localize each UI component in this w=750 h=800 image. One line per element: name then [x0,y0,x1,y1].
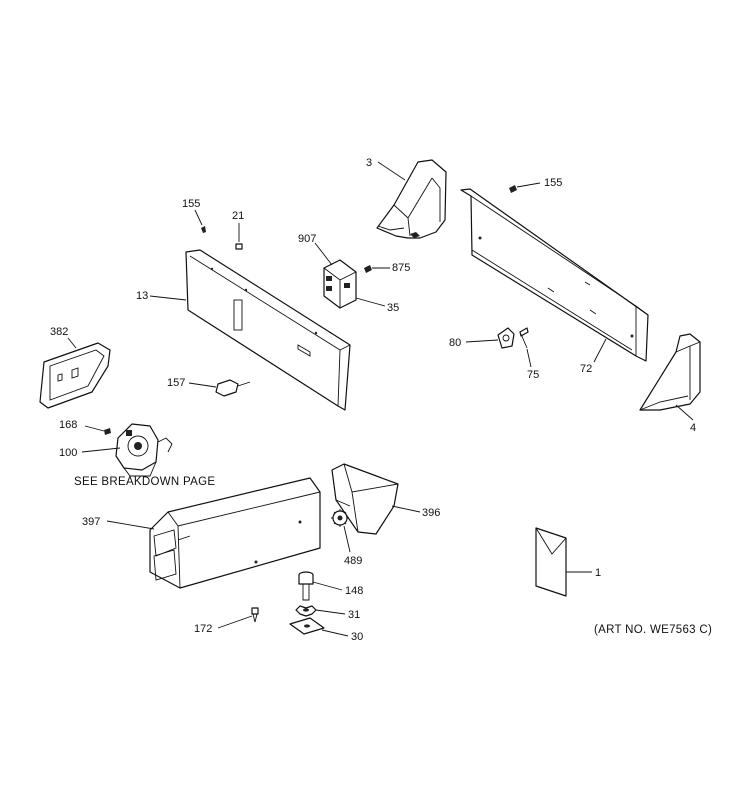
part-148-bolt [298,571,314,601]
leader-80 [465,339,499,343]
callout-155-right: 155 [544,177,562,189]
callout-100: 100 [59,447,77,459]
callout-30: 30 [351,631,363,643]
leader-172 [217,615,253,629]
callout-31: 31 [348,609,360,621]
leader-3 [377,161,406,181]
part-4-end-bracket [639,333,701,411]
leader-155-left [194,209,203,226]
part-21-clip [235,243,243,250]
callout-72: 72 [580,363,592,375]
part-382-cup [39,342,111,409]
part-168-screw [104,428,111,435]
part-31-star-washer [295,605,317,617]
callout-148: 148 [345,585,363,597]
part-75-screw [519,327,529,349]
leader-489 [343,525,351,553]
callout-35: 35 [387,302,399,314]
part-155-screw-left [201,226,206,233]
callout-382: 382 [50,326,68,338]
part-155-screw-right [509,185,517,193]
callout-80: 80 [449,337,461,349]
callout-396: 396 [422,507,440,519]
leader-4 [675,404,694,421]
callout-1: 1 [595,567,601,579]
part-397-housing [149,477,321,589]
leader-35 [355,297,386,307]
part-489-gear [331,509,349,527]
callout-75: 75 [527,369,539,381]
leader-396 [391,505,421,513]
callout-21: 21 [232,210,244,222]
callout-875: 875 [392,262,410,274]
leader-13 [149,295,187,301]
part-3-end-bracket [376,159,447,239]
callout-489: 489 [344,555,362,567]
art-number: (ART NO. WE7563 C) [594,624,712,636]
callout-3: 3 [366,157,372,169]
part-13-control-panel [185,249,351,411]
leader-382 [67,337,77,349]
part-907-switch-block [323,259,357,309]
leader-100 [81,447,121,453]
leader-907 [314,242,333,266]
leader-72 [593,338,607,363]
leader-155-right [516,182,541,188]
leader-148 [312,581,343,591]
callout-172: 172 [194,623,212,635]
part-100-motor-assembly [115,423,173,477]
callout-13: 13 [136,290,148,302]
leader-31 [315,609,346,615]
callout-157: 157 [167,377,185,389]
part-157-clip [215,379,251,397]
leader-157 [188,382,217,388]
callout-4: 4 [690,422,696,434]
callout-397: 397 [82,516,100,528]
part-72-back-panel [460,188,649,362]
part-172-screw [251,607,259,623]
leader-30 [321,629,349,637]
leader-168 [84,425,105,432]
part-1-literature [535,527,567,597]
part-875-screw [364,265,372,273]
leader-397 [106,520,155,530]
callout-155-left: 155 [182,198,200,210]
part-30-plate [289,617,325,635]
leader-75 [526,348,532,368]
part-80-knob [497,327,515,349]
callout-168: 168 [59,419,77,431]
callout-907: 907 [298,233,316,245]
part-396-blower-bracket [331,463,399,535]
see-breakdown-note: SEE BREAKDOWN PAGE [74,476,215,488]
